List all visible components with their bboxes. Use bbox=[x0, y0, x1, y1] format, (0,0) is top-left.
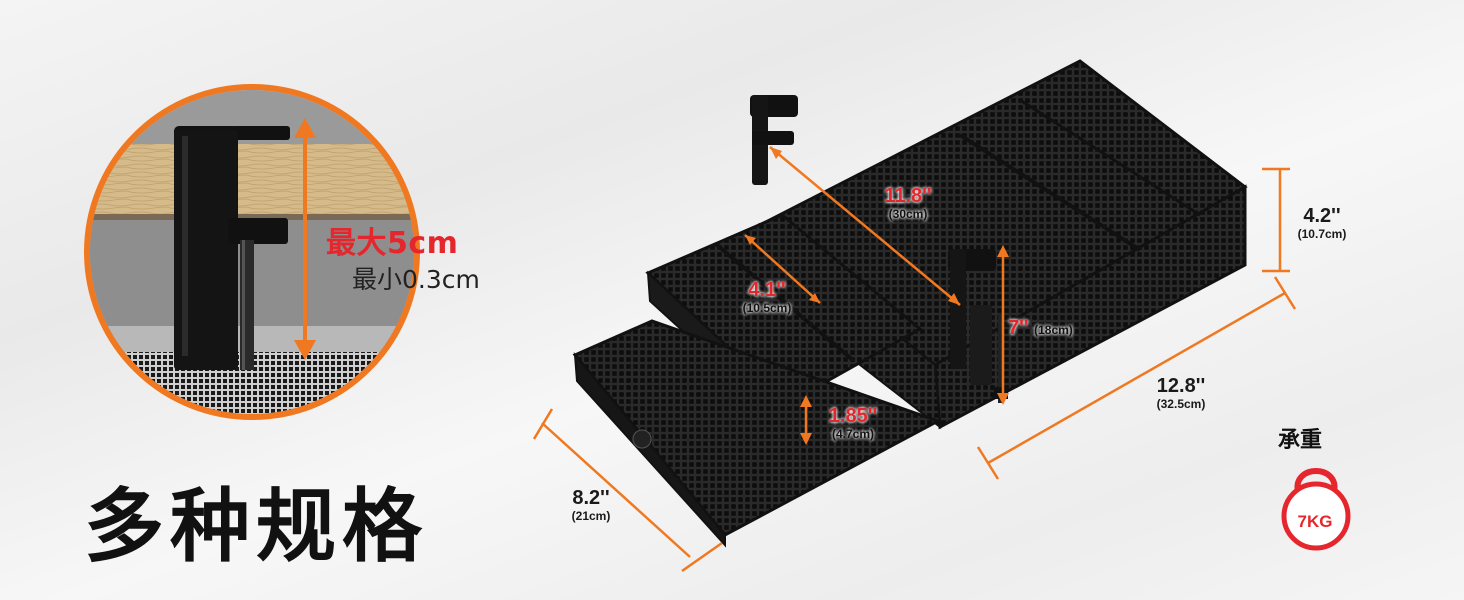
clamp-detail-illustration bbox=[90, 90, 414, 414]
dim-top-width-sub: (10.5cm) bbox=[742, 301, 792, 315]
clamp-detail-circle bbox=[84, 84, 420, 420]
dim-body-height-value: 4.2'' bbox=[1303, 205, 1341, 227]
dim-width: 8.2'' (21cm) bbox=[556, 488, 626, 522]
dim-width-value: 8.2'' bbox=[572, 487, 610, 509]
dim-drawer-height: 1.85'' (4.7cm) bbox=[817, 406, 889, 440]
organizer-drawer-illustration bbox=[532, 59, 1297, 573]
load-capacity-value: 7KG bbox=[1297, 512, 1333, 531]
dim-top-width-value: 4.1'' bbox=[748, 279, 786, 301]
dim-width-sub: (21cm) bbox=[571, 509, 611, 523]
clamp-max-label: 最大5cm bbox=[326, 226, 459, 261]
dim-depth-sub: (32.5cm) bbox=[1156, 397, 1206, 411]
dim-top-width: 4.1'' (10.5cm) bbox=[728, 280, 806, 314]
clamp-min-label: 最小0.3cm bbox=[352, 265, 480, 294]
dim-clamp-height-sub: (18cm) bbox=[1034, 323, 1073, 337]
load-capacity-label: 承重 bbox=[1278, 428, 1323, 453]
dim-body-height: 4.2'' (10.7cm) bbox=[1286, 206, 1358, 240]
dim-top-length: 11.8'' (30cm) bbox=[872, 186, 944, 220]
dim-clamp-height-value: 7'' bbox=[1008, 317, 1029, 339]
dim-drawer-height-sub: (4.7cm) bbox=[831, 427, 875, 441]
dim-depth: 12.8'' (32.5cm) bbox=[1140, 376, 1222, 410]
dim-drawer-height-value: 1.85'' bbox=[828, 405, 878, 427]
page-title: 多种规格 bbox=[84, 480, 428, 573]
dim-top-length-sub: (30cm) bbox=[888, 207, 928, 221]
dim-depth-value: 12.8'' bbox=[1156, 375, 1206, 397]
dim-top-length-value: 11.8'' bbox=[884, 185, 932, 207]
kettlebell-icon bbox=[1281, 468, 1351, 551]
dim-body-height-sub: (10.7cm) bbox=[1297, 227, 1347, 241]
dim-clamp-height: 7'' (18cm) bbox=[1008, 318, 1073, 338]
